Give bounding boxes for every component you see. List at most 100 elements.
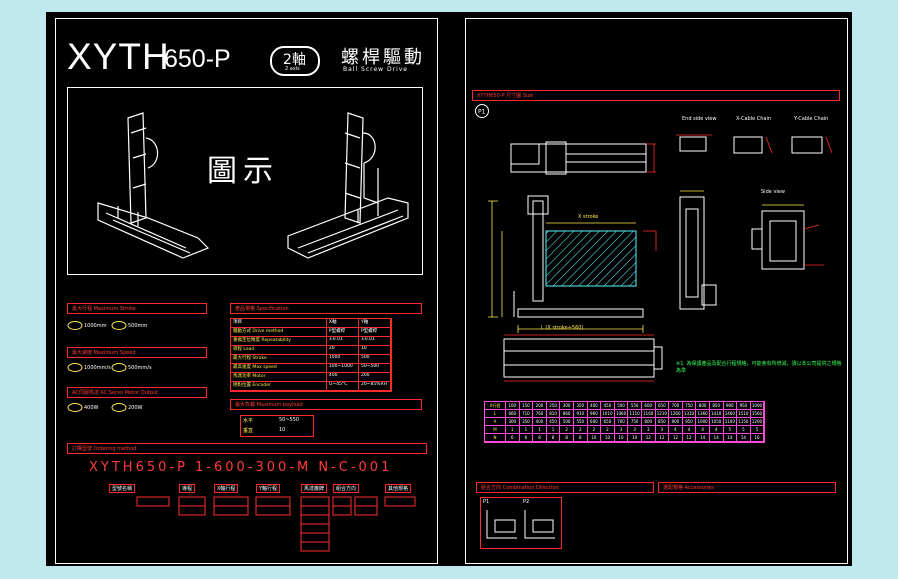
dimension-table-cell: 16 bbox=[751, 434, 765, 441]
dimension-table-cell: 6 bbox=[506, 434, 520, 441]
robot-right-illustration bbox=[287, 112, 409, 259]
dimension-table-cell: 1 bbox=[533, 426, 547, 433]
order-field-label: 其他規格 bbox=[385, 484, 412, 493]
dimension-note: ※1. 為保護產品及配合行程規格，可能會有所增減，請以本公司提供之規格為準 bbox=[676, 361, 842, 374]
brand-title: XYTH bbox=[67, 36, 170, 77]
dimension-table-cell: 710 bbox=[520, 410, 534, 417]
dimension-table-cell: 150 bbox=[520, 402, 534, 409]
spec-table-cell: P型螺桿 bbox=[359, 328, 391, 336]
spec-table-cell: 200 bbox=[359, 373, 391, 381]
dimension-table-cell: 350 bbox=[520, 418, 534, 425]
dimension-table-cell: 10 bbox=[601, 434, 615, 441]
stroke-y-value: 500mm bbox=[128, 323, 148, 329]
dimension-table-cell: 910 bbox=[574, 410, 588, 417]
spec-table-cell: O~45°C bbox=[327, 382, 359, 390]
dimension-table-cell: 500 bbox=[560, 418, 574, 425]
spec-table-cell: Y軸 bbox=[359, 319, 391, 327]
dimension-table-cell: 1050 bbox=[710, 418, 724, 425]
order-field-label: X軸行程 bbox=[214, 484, 239, 493]
payload-section-title: 最大負載 Maximum payload bbox=[235, 402, 303, 408]
dimension-table-cell: N bbox=[485, 434, 506, 441]
payload-row1-value: 50~550 bbox=[279, 417, 300, 423]
dimension-table-cell: 1100 bbox=[724, 418, 738, 425]
dimension-table-cell: 12 bbox=[656, 434, 670, 441]
drive-cn: 螺桿驅動 bbox=[341, 47, 425, 68]
dimension-table-cell: 3 bbox=[615, 426, 629, 433]
size-header: XYTH650-P 尺寸圖 Size bbox=[477, 93, 534, 99]
spec-table-cell: 驅動方式 Drive method bbox=[231, 328, 327, 336]
dimension-table-cell: 500 bbox=[615, 402, 629, 409]
view-end-label: End side view bbox=[682, 116, 717, 122]
dimension-table-cell: 14 bbox=[724, 434, 738, 441]
dimension-table-cell: 5 bbox=[751, 426, 765, 433]
spec-section-box: 產品規格 Specification bbox=[230, 303, 422, 314]
dimension-table-cell: 1 bbox=[506, 426, 520, 433]
spec-table-cell: ±0.01 bbox=[327, 337, 359, 345]
dimension-table-cell: 200 bbox=[533, 402, 547, 409]
combo-section-box: 組合方向 Combination Direction bbox=[476, 482, 654, 493]
dimension-table-cell: 8 bbox=[533, 434, 547, 441]
dimension-table-cell: 8 bbox=[560, 434, 574, 441]
spec-table-cell: 重複定位精度 Repeatability bbox=[231, 337, 327, 345]
dimension-table-cell: 14 bbox=[737, 434, 751, 441]
speed-y-value: 500mm/s bbox=[128, 365, 152, 371]
stroke-axis-badges bbox=[67, 321, 127, 330]
dimension-table-cell: 700 bbox=[615, 418, 629, 425]
spec-table-cell: 50~500 bbox=[359, 364, 391, 372]
optional-section-box: 選配規格 Accessories bbox=[658, 482, 836, 493]
payload-row1-label: 水平 bbox=[243, 418, 254, 424]
dimension-table-cell: 810 bbox=[547, 410, 561, 417]
dimension-table-cell: 12 bbox=[642, 434, 656, 441]
dimension-table-cell: 4 bbox=[710, 426, 724, 433]
dimension-table-cell: 1 bbox=[520, 426, 534, 433]
dimension-table-cell: 1000 bbox=[751, 402, 765, 409]
speed-section-box: 最大速度 Maximum Speed bbox=[67, 347, 207, 358]
view-x-cable-label: X-Cable Chain bbox=[736, 116, 772, 122]
dimension-table-cell: 950 bbox=[683, 418, 697, 425]
dimension-table-cell: 550 bbox=[574, 418, 588, 425]
optional-section-title: 選配規格 Accessories bbox=[663, 485, 714, 491]
dimension-table-cell: 1560 bbox=[751, 410, 765, 417]
dimension-table-cell: 12 bbox=[683, 434, 697, 441]
dimension-table-cell: 14 bbox=[696, 434, 710, 441]
axis-badge-sub: 2 axis bbox=[285, 66, 300, 72]
order-field-label: 導程 bbox=[179, 484, 196, 493]
dimension-table-cell: 1460 bbox=[724, 410, 738, 417]
dimension-table-cell: 400 bbox=[588, 402, 602, 409]
dimension-table-cell: 450 bbox=[547, 418, 561, 425]
robot-left-illustration bbox=[97, 112, 210, 259]
illustration-frame: 圖示 bbox=[67, 87, 423, 275]
dimension-table-cell: 800 bbox=[696, 402, 710, 409]
combo-section-title: 組合方向 Combination Direction bbox=[481, 485, 559, 491]
order-field-label: 馬達廠牌 bbox=[301, 484, 328, 493]
dimension-table-cell: 650 bbox=[601, 418, 615, 425]
order-code: XYTH650-P 1-600-300-M N-C-001 bbox=[89, 460, 393, 475]
spec-table-cell: ±0.01 bbox=[359, 337, 391, 345]
payload-row2-label: 垂直 bbox=[243, 428, 254, 434]
dimension-table-cell: 1360 bbox=[696, 410, 710, 417]
dimension-table-cell: 2 bbox=[601, 426, 615, 433]
dimension-table-cell: X行程 bbox=[485, 402, 506, 409]
dimension-table-cell: 14 bbox=[710, 434, 724, 441]
spec-table-cell: 10 bbox=[359, 346, 391, 354]
payload-row2-value: 10 bbox=[279, 427, 286, 433]
dimension-table-cell: 860 bbox=[560, 410, 574, 417]
l-dimension-label: L (X stroke+560) bbox=[541, 325, 584, 331]
spec-table-cell: 20~85%RH bbox=[359, 382, 391, 390]
dimension-table-cell: L bbox=[485, 410, 506, 417]
spec-table-cell: 最高速度 Max speed bbox=[231, 364, 327, 372]
spec-table-cell: 1000 bbox=[327, 355, 359, 363]
side-view-drawing bbox=[751, 204, 824, 270]
combo-p2-label: P2 bbox=[523, 499, 530, 505]
dimension-table-cell: 1 bbox=[547, 426, 561, 433]
axis-badge-main: 2軸 bbox=[283, 52, 306, 68]
dimension-table-cell: 300 bbox=[506, 418, 520, 425]
dimension-table-cell: 1110 bbox=[628, 410, 642, 417]
spec-table-cell: P型螺桿 bbox=[327, 328, 359, 336]
dimension-table-cell: 600 bbox=[642, 402, 656, 409]
spec-table-cell: 馬達功率 Motor bbox=[231, 373, 327, 381]
